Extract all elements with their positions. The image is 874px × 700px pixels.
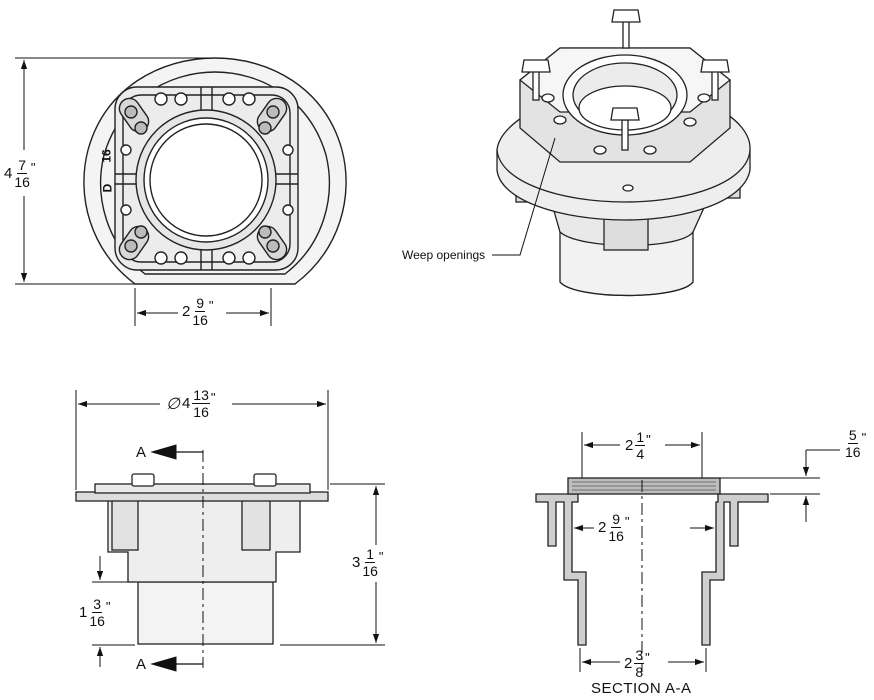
size-marking: 16	[99, 149, 114, 163]
side-view-dimensions	[75, 390, 385, 668]
weep-openings-label: Weep openings	[402, 248, 486, 262]
side-view	[75, 473, 329, 645]
weep-openings-leader	[492, 137, 556, 256]
section-dimensions	[574, 432, 840, 672]
section-title: SECTION A-A	[591, 680, 692, 697]
top-view-dimensions	[15, 57, 272, 326]
section-arrows	[150, 444, 203, 672]
section-view	[535, 477, 769, 646]
section-marker-bottom: A	[136, 656, 147, 673]
d-marking: D	[100, 183, 115, 193]
top-view	[83, 57, 347, 285]
section-marker-top: A	[136, 444, 147, 461]
isometric-view	[496, 9, 751, 297]
